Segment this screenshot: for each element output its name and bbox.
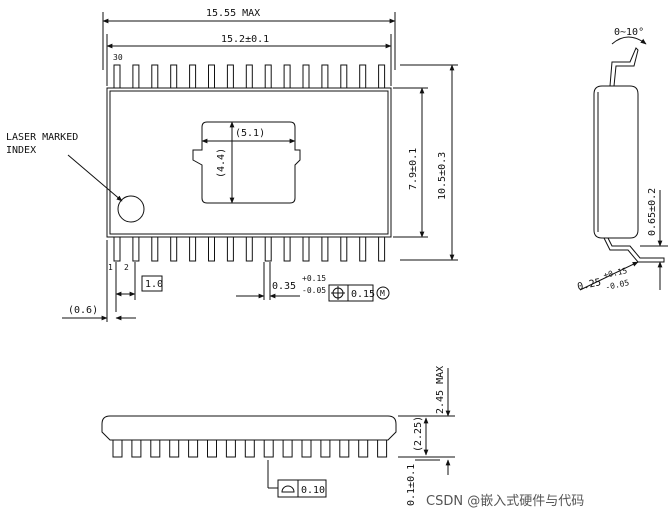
lead-width-label: 0.35 <box>272 281 296 292</box>
body-length-label: 15.2±0.1 <box>221 34 269 45</box>
bottom-pin <box>264 236 272 262</box>
top-pin <box>151 64 159 89</box>
coplanarity-frame: 0.10 <box>277 479 327 498</box>
top-pin-row <box>113 64 386 89</box>
top-pin <box>359 64 367 89</box>
bottom-pin <box>302 236 310 262</box>
overall-width-label: 10.5±0.3 <box>437 152 448 200</box>
watermark-text: CSDN @嵌入式硬件与代码 <box>426 494 584 509</box>
lead-thickness-minus-tol: -0.05 <box>605 278 631 292</box>
top-view: (5.1) (4.4) LASER MARKED INDEX 15.55 MAX… <box>6 8 458 322</box>
bottom-pin-row <box>113 236 386 262</box>
top-pin <box>245 64 253 89</box>
package-body-inner-outline <box>109 90 389 235</box>
mmc-circle-icon <box>376 286 390 300</box>
lower-lead <box>603 237 665 263</box>
coplanarity-value: 0.10 <box>301 485 325 496</box>
body-width-label: 7.9±0.1 <box>408 148 419 190</box>
side-view: 0~10° 0.65±0.2 0.25 +0.15 -0.05 <box>576 27 668 293</box>
bottom-pin <box>132 236 140 262</box>
top-pin <box>226 64 234 89</box>
laser-index-leader <box>67 154 123 202</box>
position-tolerance-value: 0.15 <box>351 289 375 300</box>
front-pin <box>112 439 123 458</box>
bottom-pin <box>226 236 234 262</box>
front-pin <box>150 439 161 458</box>
top-pin <box>170 64 178 89</box>
front-pin-row <box>112 439 388 458</box>
top-pin <box>113 64 121 89</box>
pin-pitch-box <box>141 275 163 292</box>
bottom-pin <box>378 236 386 262</box>
end-offset-label: (0.6) <box>68 305 98 316</box>
front-pin <box>244 439 255 458</box>
lead-angle-label: 0~10° <box>614 27 644 38</box>
pin-1-label: 1 <box>108 263 113 272</box>
window-height-label: (4.4) <box>216 148 227 178</box>
laser-mark-label: LASER MARKED <box>6 132 78 143</box>
lead-thickness-label: 0.25 <box>576 277 602 293</box>
laser-index-label: INDEX <box>6 145 36 156</box>
body-height-label: (2.25) <box>413 416 424 452</box>
pin-30-label: 30 <box>113 53 123 62</box>
bottom-pin <box>208 236 215 262</box>
upper-lead <box>609 47 639 87</box>
bottom-pin <box>151 236 159 262</box>
top-pin <box>264 64 272 89</box>
front-pin <box>188 439 199 458</box>
bottom-pin <box>170 236 178 262</box>
lead-length-label: 0.65±0.2 <box>647 188 658 236</box>
overall-length-label: 15.55 MAX <box>206 8 260 19</box>
package-body-outline <box>106 87 392 238</box>
front-pin <box>225 439 236 458</box>
lead-width-minus-tol: -0.05 <box>302 286 326 295</box>
top-pin <box>283 64 291 89</box>
position-tolerance-frame: 0.15 M <box>328 284 390 302</box>
front-pin <box>301 439 312 458</box>
front-pin <box>358 439 369 458</box>
bottom-pin <box>340 236 348 262</box>
laser-index-mark <box>117 195 145 223</box>
top-pin <box>321 64 329 89</box>
front-pin <box>207 439 217 458</box>
mmc-symbol: M <box>380 289 385 298</box>
top-pin <box>340 64 348 89</box>
standoff-label: 0.1±0.1 <box>406 464 417 506</box>
window-width-label: (5.1) <box>235 128 265 139</box>
bottom-pin <box>359 236 367 262</box>
front-pin <box>263 439 274 458</box>
top-pin <box>378 64 386 89</box>
front-pin <box>320 439 331 458</box>
profile-symbol-icon <box>281 485 295 493</box>
bottom-pin <box>283 236 291 262</box>
pin-pitch-label: 1.0 <box>145 279 163 290</box>
top-pin <box>132 64 140 89</box>
bottom-pin <box>321 236 329 262</box>
top-pin <box>189 64 197 89</box>
exposed-window <box>192 121 301 204</box>
front-pin <box>377 439 388 458</box>
height-max-label: 2.45 MAX <box>435 366 446 414</box>
bottom-pin <box>189 236 197 262</box>
lead-angle-arc <box>611 36 647 45</box>
pin-2-label: 2 <box>124 263 129 272</box>
top-pin <box>302 64 310 89</box>
top-pin <box>208 64 215 89</box>
front-body-outline <box>101 415 397 441</box>
front-pin <box>282 439 293 458</box>
front-pin <box>131 439 142 458</box>
front-view: 2.45 MAX (2.25) 0.1±0.1 0.10 <box>101 366 455 506</box>
bottom-pin <box>245 236 253 262</box>
front-pin <box>169 439 180 458</box>
side-body-outline <box>593 85 639 239</box>
front-pin <box>339 439 350 458</box>
lead-thickness-plus-tol: +0.15 <box>603 266 629 280</box>
bottom-pin <box>113 236 121 262</box>
lead-width-plus-tol: +0.15 <box>302 274 326 283</box>
